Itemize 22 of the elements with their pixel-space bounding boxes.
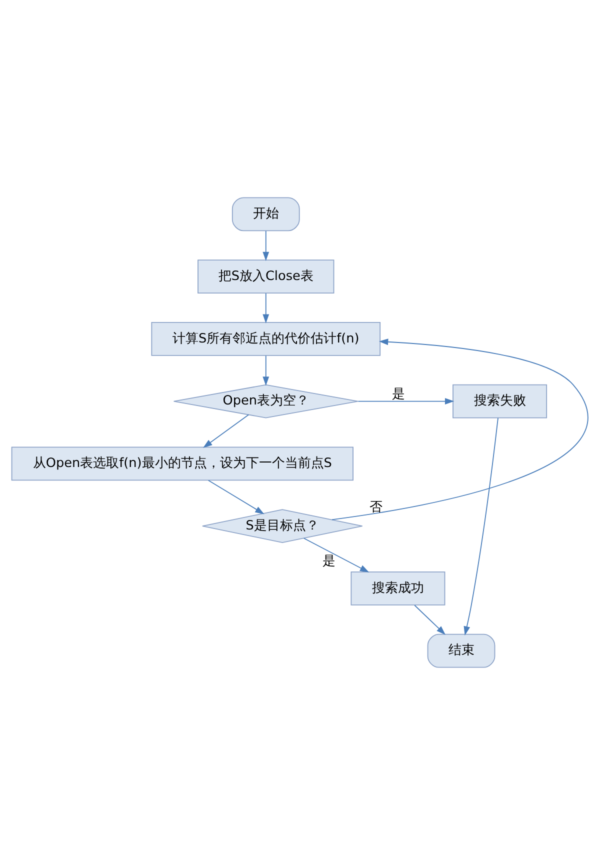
node-box: 把S放入Close表 xyxy=(198,260,334,294)
arrow xyxy=(414,604,446,635)
node-box: 结束 xyxy=(427,634,496,668)
arrow xyxy=(332,338,588,520)
node-diamond: S是目标点？ xyxy=(202,509,363,544)
arrow xyxy=(464,418,498,636)
arrow xyxy=(262,292,270,324)
node-diamond: Open表为空？ xyxy=(173,384,358,418)
node-box: 计算S所有邻近点的代价估计f(n) xyxy=(151,322,381,356)
edge-label: 是 xyxy=(392,386,405,402)
arrow xyxy=(303,538,370,572)
node-box: 搜索成功 xyxy=(350,571,446,606)
arrow xyxy=(262,230,270,262)
arrow xyxy=(208,480,264,514)
arrow xyxy=(203,414,250,448)
node-box: 从Open表选取f(n)最小的节点，设为下一个当前点S xyxy=(11,446,354,481)
arrow xyxy=(358,398,454,405)
arrow xyxy=(262,355,270,386)
edge-label: 是 xyxy=(322,554,336,570)
edge-label: 否 xyxy=(370,500,383,515)
node-box: 开始 xyxy=(232,197,300,232)
node-box: 搜索失败 xyxy=(452,384,548,418)
